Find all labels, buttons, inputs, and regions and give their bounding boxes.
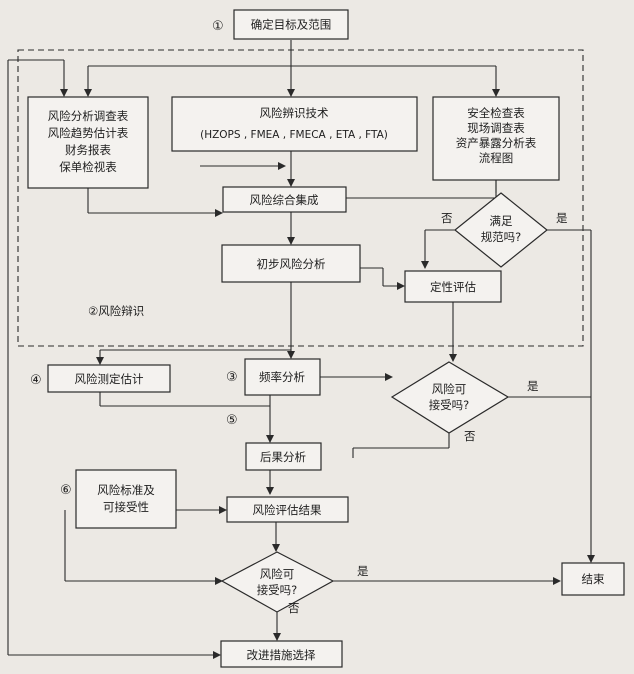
end-label: 结束 [582,572,605,586]
meet-spec-line-2: 规范吗? [481,230,522,244]
meet-spec-yes-label: 是 [556,211,568,225]
define-scope-box: 确定目标及范围 [233,9,349,40]
identification-technique-title: 风险辨识技术 [260,106,329,120]
improvement-selection-label: 改进措施选择 [247,648,316,662]
accept-decision-1: 风险可 接受吗? [390,361,510,434]
step-number-4: ④ [30,373,42,388]
safety-tables-line-1: 安全检查表 [467,106,525,120]
safety-tables-box: 安全检查表 现场调查表 资产暴露分析表 流程图 [432,96,560,181]
analysis-tables-box: 风险分析调查表 风险趋势估计表 财务报表 保单检视表 [27,96,149,189]
integration-box: 风险综合集成 [222,186,347,213]
step-number-5: ⑤ [226,413,238,428]
standards-box: 风险标准及 可接受性 [75,469,177,529]
identification-phase-label: ②风险辩识 [88,304,144,318]
accept-decision-2-line-1: 风险可 [260,567,295,581]
identification-technique-box: 风险辨识技术 (HZOPS , FMEA , FMECA , ETA , FTA… [171,96,418,152]
identification-phase-boundary [17,49,584,347]
analysis-tables-line-4: 保单检视表 [59,160,117,174]
frequency-analysis-box: 频率分析 [244,358,321,396]
standards-line-1: 风险标准及 [97,483,155,497]
meet-spec-line-1: 满足 [490,214,513,228]
qualitative-assessment-label: 定性评估 [430,280,476,294]
meet-spec-no-label: 否 [441,211,453,225]
meet-spec-decision: 满足 规范吗? [454,192,548,268]
safety-tables-line-2: 现场调查表 [467,121,525,135]
accept-2-yes-label: 是 [357,564,369,578]
connectors [7,40,595,659]
accept-decision-2-line-2: 接受吗? [257,583,298,597]
accept-1-no-label: 否 [464,429,476,443]
measure-estimate-label: 风险测定估计 [75,372,144,386]
define-scope-label: 确定目标及范围 [251,18,332,32]
analysis-tables-line-3: 财务报表 [65,143,111,157]
identification-technique-methods: (HZOPS , FMEA , FMECA , ETA , FTA) [200,129,388,141]
accept-1-yes-label: 是 [527,379,539,393]
preliminary-analysis-box: 初步风险分析 [221,244,361,283]
assessment-results-box: 风险评估结果 [226,496,349,523]
measure-estimate-box: 风险测定估计 [47,364,171,393]
integration-label: 风险综合集成 [250,193,319,207]
accept-decision-2: 风险可 接受吗? [220,551,335,613]
accept-decision-1-line-2: 接受吗? [429,398,470,412]
frequency-analysis-label: 频率分析 [259,370,305,384]
safety-tables-line-3: 资产暴露分析表 [456,136,537,150]
accept-2-no-label: 否 [288,601,300,615]
step-number-3: ③ [226,370,238,385]
end-box: 结束 [561,562,625,596]
qualitative-assessment-box: 定性评估 [404,270,502,303]
consequence-analysis-box: 后果分析 [245,442,322,471]
standards-line-2: 可接受性 [103,500,149,514]
improvement-selection-box: 改进措施选择 [220,640,343,668]
accept-decision-1-line-1: 风险可 [432,382,467,396]
consequence-analysis-label: 后果分析 [260,450,306,464]
preliminary-analysis-label: 初步风险分析 [257,257,326,271]
analysis-tables-line-2: 风险趋势估计表 [48,126,129,140]
step-number-1: ① [212,19,224,34]
analysis-tables-line-1: 风险分析调查表 [48,109,129,123]
step-number-6: ⑥ [60,483,72,498]
assessment-results-label: 风险评估结果 [253,503,322,517]
safety-tables-line-4: 流程图 [479,151,514,165]
